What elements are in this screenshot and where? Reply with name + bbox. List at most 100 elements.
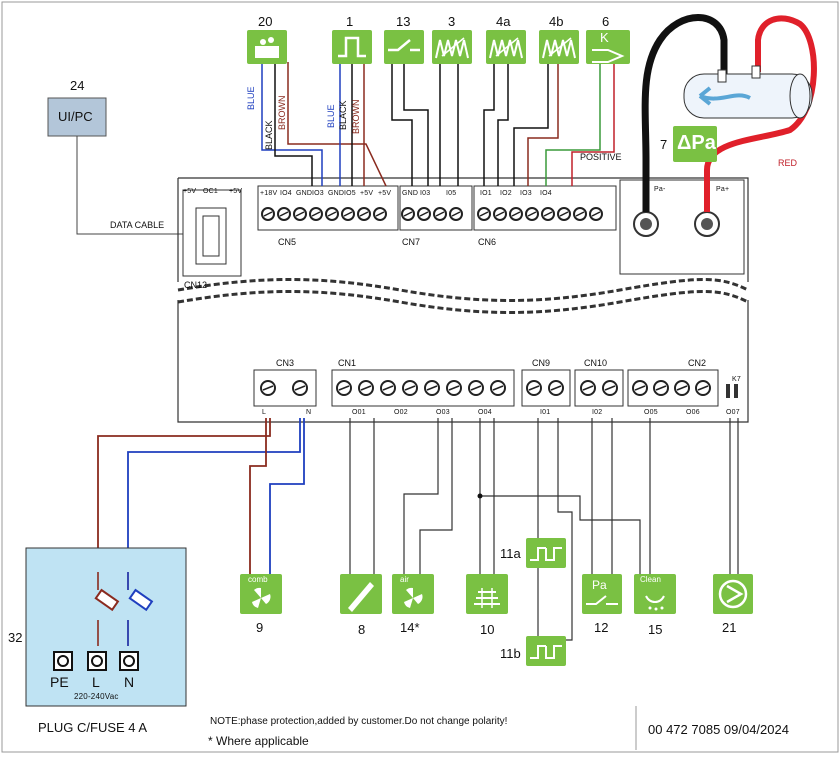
k7-label: K7 — [732, 376, 741, 383]
positive-label: POSITIVE — [580, 152, 622, 162]
plug-caption: PLUG C/FUSE 4 A — [38, 720, 148, 735]
pump-icon — [713, 574, 753, 614]
delta-pa-number: 7 — [660, 137, 668, 152]
delta-pressure-symbol: ΔPa — [677, 132, 716, 154]
cn9-pin-i01: I01 — [540, 409, 551, 416]
cn3-label: CN3 — [276, 358, 295, 368]
terminal-screw-slot — [559, 211, 569, 217]
output-number-10: 10 — [480, 622, 495, 637]
output-number-9: 9 — [256, 620, 264, 635]
output-number-11a: 11a — [500, 546, 521, 561]
terminal-screw-slot — [451, 211, 461, 217]
thermocouple-icon — [586, 30, 630, 64]
plug-l: L — [92, 674, 100, 690]
output-number-14: 14* — [400, 620, 420, 635]
pressure-switch-icon: Pa — [582, 574, 622, 614]
uipc-number: 24 — [70, 78, 85, 93]
cn5-pin-2: +5V — [229, 188, 243, 195]
cn12-connector — [182, 189, 242, 277]
cleaning-tag: Clean — [640, 575, 661, 584]
igniter-icon — [340, 574, 382, 614]
pressure-switch-tag: Pa — [592, 578, 607, 592]
sensor-number-4b: 4b — [549, 14, 564, 29]
controller-board — [177, 177, 749, 423]
cn5-lower-5: GND — [328, 190, 345, 197]
sensor-number-13: 13 — [396, 14, 411, 29]
terminal-screw-slot — [327, 211, 337, 217]
terminal-screw-slot — [492, 385, 504, 391]
terminal-screw-slot — [311, 211, 321, 217]
terminal-screw-slot — [360, 385, 372, 391]
terminal-screw-slot — [550, 385, 562, 391]
wire-label-black-1: BLACK — [264, 120, 274, 150]
cn3-pin-l: L — [262, 409, 267, 416]
cn2-pin-o07: O07 — [726, 409, 740, 416]
switch-11b-icon — [526, 636, 566, 666]
cn9-label: CN9 — [532, 358, 551, 368]
terminal-screw-slot — [511, 211, 521, 217]
terminal-screw-slot — [403, 211, 413, 217]
cn12-label: CN12 — [184, 280, 208, 290]
cn6-pin-io2: IO2 — [500, 190, 512, 197]
sensor-number-1: 1 — [346, 14, 354, 29]
top-terminal-screws — [261, 207, 603, 221]
wire-label-blue-1: BLUE — [246, 86, 256, 110]
sensor-number-3: 3 — [448, 14, 456, 29]
terminal-screw-slot — [634, 385, 646, 391]
sensor-number-20: 20 — [258, 14, 273, 29]
cleaning-icon: Clean — [634, 574, 676, 614]
wire-label-blue-2: BLUE — [326, 104, 336, 128]
combustion-fan-icon: comb — [240, 574, 282, 614]
output-number-12: 12 — [594, 620, 609, 635]
plug-pe: PE — [50, 674, 69, 690]
switch-11a-icon — [526, 538, 566, 568]
cn6-pin-io1: IO1 — [480, 190, 492, 197]
terminal-screw-slot — [479, 211, 489, 217]
wire-label-brown-2: BROWN — [351, 99, 361, 135]
terminal-screw-slot — [435, 211, 445, 217]
switch-sensor-icon — [384, 30, 424, 64]
terminal-screw-slot — [676, 385, 688, 391]
output-number-21: 21 — [722, 620, 737, 635]
cn5-lower-8: +5V — [378, 190, 392, 197]
thermistor-3-icon — [432, 30, 472, 64]
terminal-screw-slot — [338, 385, 350, 391]
terminal-screw-slot — [426, 385, 438, 391]
plug-number: 32 — [8, 630, 23, 645]
terminal-screw-slot — [375, 211, 385, 217]
cn5-label: CN5 — [278, 237, 297, 247]
cn1-pin-o04: O04 — [478, 409, 492, 416]
terminal-screw-slot — [448, 385, 460, 391]
cn2-label: CN2 — [688, 358, 707, 368]
sensor-number-4a: 4a — [496, 14, 511, 29]
applicable-note: * Where applicable — [208, 734, 309, 748]
terminal-screw-slot — [575, 211, 585, 217]
terminal-screw-slot — [279, 211, 289, 217]
plug-box — [25, 547, 187, 707]
cn7-pin-gnd: GND — [402, 190, 419, 197]
terminal-screw-slot — [343, 211, 353, 217]
terminal-screw-slot — [604, 385, 616, 391]
cn2-pin-o06: O06 — [686, 409, 700, 416]
red-hose-label: RED — [778, 158, 798, 168]
cn1-pin-o01: O01 — [352, 409, 366, 416]
cn6-pin-io4: IO4 — [540, 190, 552, 197]
air-fan-icon: air — [392, 574, 434, 614]
wire-label-brown-1: BROWN — [277, 95, 287, 131]
terminal-screw-slot — [591, 211, 601, 217]
terminal-screw-slot — [294, 385, 306, 391]
cn6-pin-io3: IO3 — [520, 190, 532, 197]
terminal-screw-slot — [527, 211, 537, 217]
output-number-11b: 11b — [500, 646, 521, 661]
sensor-number-6: 6 — [602, 14, 610, 29]
cn10-label: CN10 — [584, 358, 608, 368]
thermistor-4a-icon — [486, 30, 526, 64]
phase-note: NOTE:phase protection,added by customer.… — [210, 716, 508, 727]
terminal-screw-slot — [543, 211, 553, 217]
pulse-signal-icon — [332, 30, 372, 64]
thermistor-4b-icon — [539, 30, 579, 64]
plug-n: N — [124, 674, 135, 690]
cn1-pin-o03: O03 — [436, 409, 450, 416]
